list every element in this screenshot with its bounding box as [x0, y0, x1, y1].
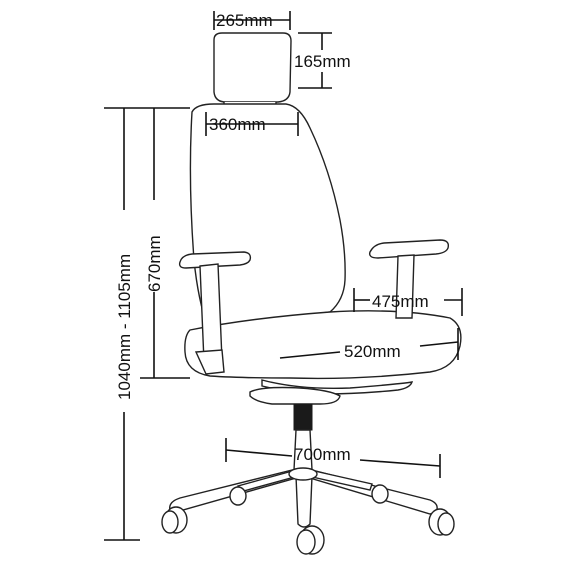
armrest-left-foot: [194, 349, 225, 375]
dim-base-diameter-lines: [225, 438, 441, 478]
gas-lift-cylinder: [293, 403, 313, 431]
label-overall-height: 1040mm - 1105mm: [115, 254, 134, 400]
armrest-left-pad: [178, 251, 252, 269]
label-back-height: 670mm: [145, 235, 164, 292]
office-chair-illustration: [161, 32, 462, 555]
dim-headrest-width-lines: [213, 11, 291, 30]
caster-back-right: [371, 484, 389, 504]
base-hub: [288, 467, 318, 481]
label-seat-depth: 475mm: [372, 292, 429, 311]
caster-left: [161, 506, 188, 534]
dim-seat-width-lines: [279, 328, 459, 360]
backrest: [189, 103, 346, 329]
caster-right: [428, 508, 455, 536]
label-base-diameter: 700mm: [294, 445, 351, 464]
label-headrest-height: 165mm: [294, 52, 351, 71]
dim-back-width-lines: [205, 112, 299, 136]
base-leg-front: [295, 475, 313, 528]
headrest: [213, 32, 292, 103]
armrest-left-post: [199, 263, 223, 365]
label-back-width: 360mm: [209, 115, 266, 134]
caster-back-left: [229, 486, 247, 506]
caster-front: [296, 525, 325, 555]
seat: [184, 310, 462, 380]
armrest-right-post: [395, 254, 415, 319]
dim-headrest-height-lines: [298, 32, 332, 89]
label-seat-width: 520mm: [344, 342, 401, 361]
dim-overall-height-lines: [104, 107, 140, 541]
label-headrest-width: 265mm: [216, 11, 273, 30]
dim-seat-depth-lines: [353, 288, 463, 316]
dim-back-height-lines: [140, 107, 190, 379]
armrest-right-pad: [368, 239, 450, 259]
seat-mechanism: [249, 386, 341, 405]
